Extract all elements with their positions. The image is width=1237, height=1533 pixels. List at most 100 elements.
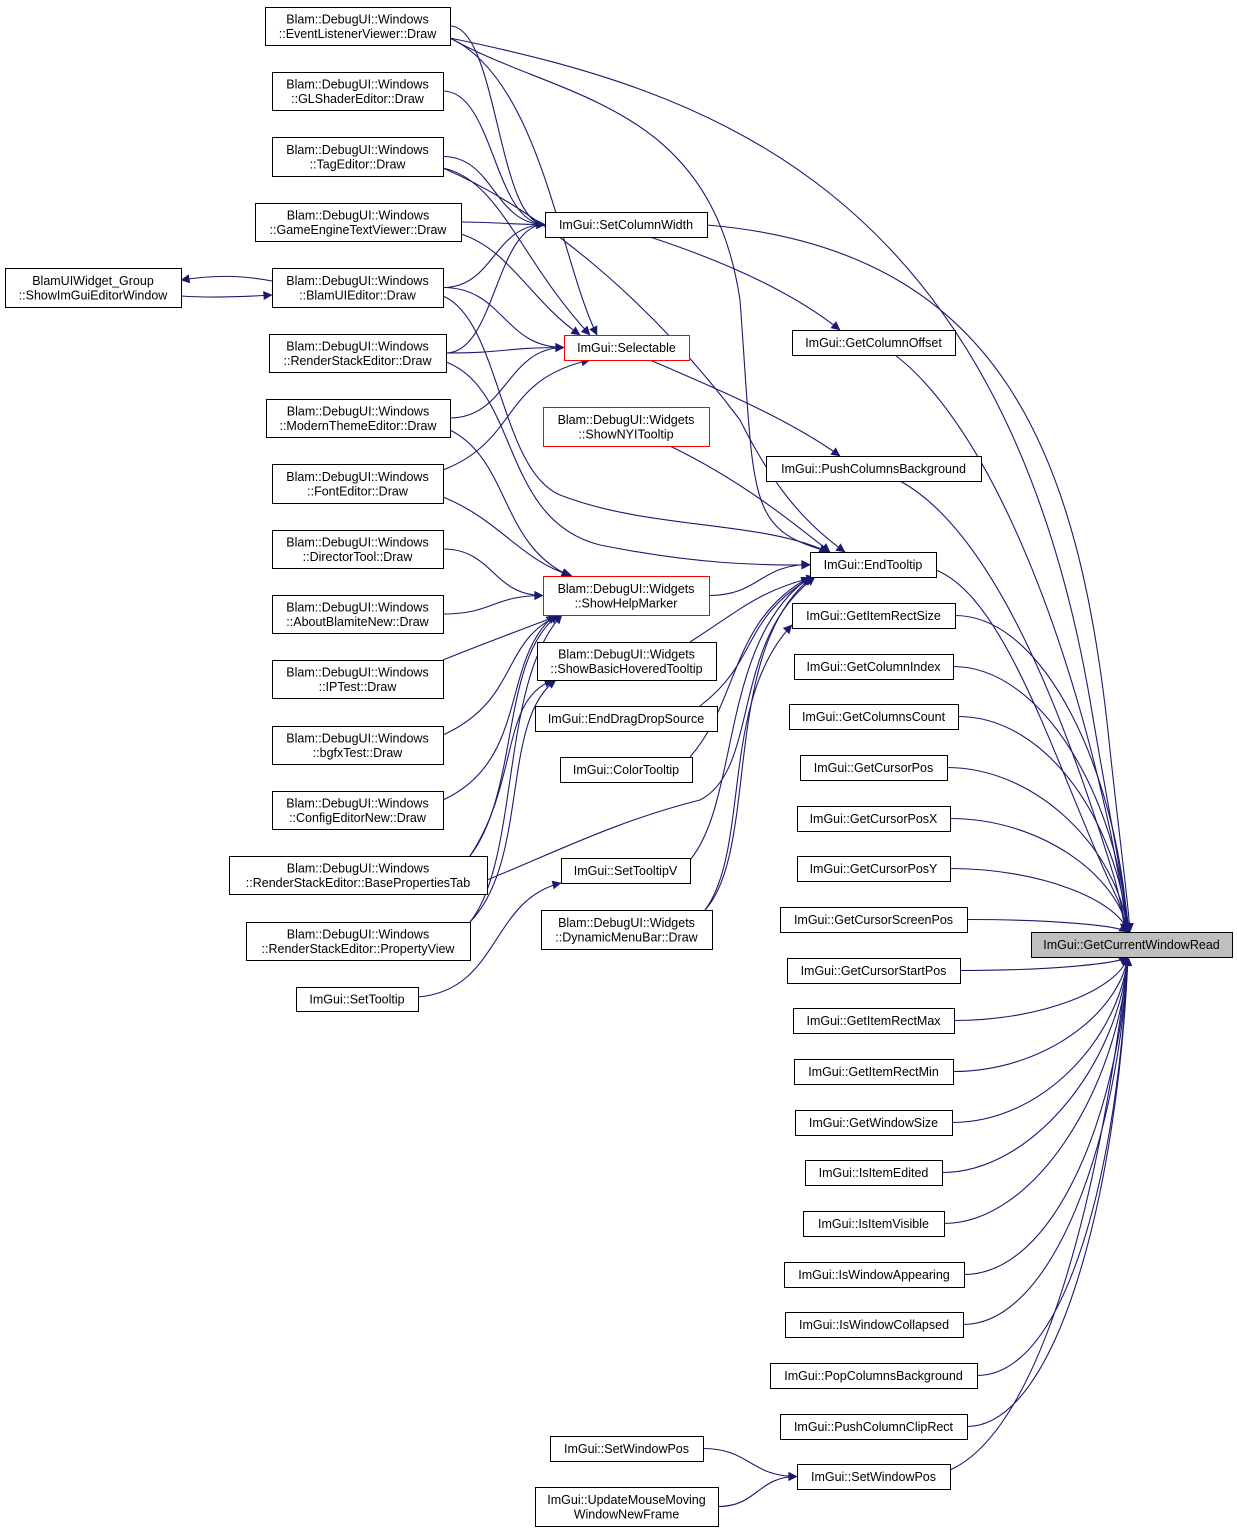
- edge-bue-to-scw: [442, 220, 546, 289]
- node-label-line: ImGui::GetColumnsCount: [802, 710, 946, 724]
- node-label-line: ImGui::SetWindowPos: [564, 1442, 689, 1456]
- node-box: [272, 726, 444, 765]
- node-box: [766, 456, 982, 482]
- edge-iie-to-target: [941, 956, 1132, 1174]
- node-gls[interactable]: Blam::DebugUI::Windows::GLShaderEditor::…: [272, 72, 444, 111]
- edge-pcb-to-target: [899, 480, 1130, 933]
- node-box: [785, 1312, 964, 1338]
- node-bgfx[interactable]: Blam::DebugUI::Windows::bgfxTest::Draw: [272, 726, 444, 765]
- node-label-line: ::ShowHelpMarker: [575, 596, 678, 610]
- node-label-line: ::AboutBlamiteNew::Draw: [286, 615, 429, 629]
- node-iwa[interactable]: ImGui::IsWindowAppearing: [784, 1262, 965, 1288]
- node-swp2[interactable]: ImGui::SetWindowPos: [797, 1464, 951, 1490]
- edge-stt-to-sttv: [417, 880, 562, 998]
- node-ipt[interactable]: Blam::DebugUI::Windows::IPTest::Draw: [272, 660, 444, 699]
- node-fe[interactable]: Blam::DebugUI::Windows::FontEditor::Draw: [272, 464, 444, 504]
- node-label-line: ImGui::PopColumnsBackground: [784, 1369, 963, 1383]
- node-scw[interactable]: ImGui::SetColumnWidth: [545, 212, 708, 238]
- node-box: [793, 1008, 955, 1034]
- node-label-line: ImGui::IsItemVisible: [818, 1217, 929, 1231]
- node-box: [560, 757, 693, 783]
- node-label-line: ImGui::SetWindowPos: [811, 1470, 936, 1484]
- node-gcpy[interactable]: ImGui::GetCursorPosY: [797, 856, 951, 882]
- node-rspv[interactable]: Blam::DebugUI::Windows::RenderStackEdito…: [246, 922, 471, 961]
- node-gcstp[interactable]: ImGui::GetCursorStartPos: [787, 958, 961, 984]
- node-stt[interactable]: ImGui::SetTooltip: [296, 987, 419, 1012]
- node-box: [780, 1414, 968, 1440]
- node-label-line: Blam::DebugUI::Windows: [286, 274, 428, 288]
- node-box: [272, 660, 444, 699]
- edge-sbht-to-ett: [689, 574, 816, 643]
- edge-girmax-to-target: [953, 956, 1130, 1022]
- node-box: [543, 576, 710, 616]
- node-swp1[interactable]: ImGui::SetWindowPos: [550, 1436, 704, 1462]
- node-bue[interactable]: Blam::DebugUI::Windows::BlamUIEditor::Dr…: [272, 268, 444, 308]
- node-dmb[interactable]: Blam::DebugUI::Widgets::DynamicMenuBar::…: [541, 910, 713, 950]
- node-box: [797, 1464, 951, 1490]
- node-label-line: ImGui::GetCursorPosX: [810, 812, 938, 826]
- edge-blw-to-bue: [180, 291, 273, 301]
- node-sttv[interactable]: ImGui::SetTooltipV: [561, 858, 691, 884]
- node-girmin[interactable]: ImGui::GetItemRectMin: [794, 1059, 954, 1085]
- node-iiv[interactable]: ImGui::IsItemVisible: [803, 1211, 945, 1237]
- edge-gws-to-target: [951, 956, 1132, 1124]
- node-snyi[interactable]: Blam::DebugUI::Widgets::ShowNYITooltip: [543, 407, 710, 447]
- node-tag[interactable]: Blam::DebugUI::Windows::TagEditor::Draw: [272, 137, 444, 177]
- node-getv[interactable]: Blam::DebugUI::Windows::GameEngineTextVi…: [255, 203, 462, 242]
- node-mte[interactable]: Blam::DebugUI::Windows::ModernThemeEdito…: [266, 399, 451, 438]
- node-box: [543, 407, 710, 447]
- node-cen[interactable]: Blam::DebugUI::Windows::ConfigEditorNew:…: [272, 791, 444, 830]
- node-blw[interactable]: BlamUIWidget_Group::ShowImGuiEditorWindo…: [5, 268, 182, 308]
- node-gcc[interactable]: ImGui::GetColumnsCount: [789, 704, 959, 730]
- node-rsbp[interactable]: Blam::DebugUI::Windows::RenderStackEdito…: [229, 856, 488, 895]
- node-iwc[interactable]: ImGui::IsWindowCollapsed: [785, 1312, 964, 1338]
- node-girs[interactable]: ImGui::GetItemRectSize: [792, 603, 956, 629]
- edge-sel-to-pcb: [649, 359, 841, 457]
- edge-gcpy-to-target: [949, 867, 1130, 933]
- node-popcb[interactable]: ImGui::PopColumnsBackground: [770, 1363, 978, 1389]
- edge-gls-to-scw: [442, 90, 546, 229]
- node-pcb[interactable]: ImGui::PushColumnsBackground: [766, 456, 982, 482]
- edge-shm-to-ett: [708, 560, 811, 597]
- node-pccr[interactable]: ImGui::PushColumnClipRect: [780, 1414, 968, 1440]
- node-girmax[interactable]: ImGui::GetItemRectMax: [793, 1008, 955, 1034]
- node-sel[interactable]: ImGui::Selectable: [564, 335, 690, 361]
- node-gcsp[interactable]: ImGui::GetCursorScreenPos: [780, 907, 968, 933]
- node-label-line: Blam::DebugUI::Widgets: [558, 582, 695, 596]
- edge-gci-to-target: [952, 665, 1132, 933]
- node-gco[interactable]: ImGui::GetColumnOffset: [792, 330, 956, 356]
- node-iie[interactable]: ImGui::IsItemEdited: [805, 1160, 943, 1186]
- node-target[interactable]: ImGui::GetCurrentWindowRead: [1031, 932, 1233, 958]
- edge-snyi-to-ett: [669, 445, 831, 553]
- node-ctt[interactable]: ImGui::ColorTooltip: [560, 757, 693, 783]
- node-label-line: ImGui::GetCurrentWindowRead: [1043, 938, 1220, 952]
- node-label-line: Blam::DebugUI::Windows: [286, 535, 428, 549]
- node-sbht[interactable]: Blam::DebugUI::Widgets::ShowBasicHovered…: [537, 642, 717, 681]
- node-label-line: ImGui::UpdateMouseMoving: [547, 1493, 705, 1507]
- node-elv[interactable]: Blam::DebugUI::Windows::EventListenerVie…: [265, 7, 451, 46]
- node-label-line: Blam::DebugUI::Windows: [286, 143, 428, 157]
- edge-bue-to-blw: [180, 274, 273, 284]
- node-box: [550, 1436, 704, 1462]
- node-dt[interactable]: Blam::DebugUI::Windows::DirectorTool::Dr…: [272, 530, 444, 569]
- node-gws[interactable]: ImGui::GetWindowSize: [795, 1110, 953, 1136]
- edge-scw-to-gco: [649, 236, 841, 331]
- node-box: [803, 1211, 945, 1237]
- edge-swp1-to-swp2: [702, 1447, 798, 1481]
- node-gci[interactable]: ImGui::GetColumnIndex: [794, 654, 954, 680]
- node-label-line: Blam::DebugUI::Windows: [286, 339, 428, 353]
- node-ett[interactable]: ImGui::EndTooltip: [810, 552, 937, 578]
- edge-mte-to-sel: [449, 343, 565, 419]
- node-rse[interactable]: Blam::DebugUI::Windows::RenderStackEdito…: [269, 334, 447, 373]
- node-gcpx[interactable]: ImGui::GetCursorPosX: [797, 806, 951, 832]
- node-label-line: ImGui::GetItemRectMin: [808, 1065, 939, 1079]
- node-edds[interactable]: ImGui::EndDragDropSource: [535, 706, 718, 732]
- node-gcp[interactable]: ImGui::GetCursorPos: [800, 755, 948, 781]
- node-shm[interactable]: Blam::DebugUI::Widgets::ShowHelpMarker: [543, 576, 710, 616]
- node-label-line: ImGui::IsWindowAppearing: [798, 1268, 950, 1282]
- node-abn[interactable]: Blam::DebugUI::Windows::AboutBlamiteNew:…: [272, 595, 444, 634]
- node-box: [269, 334, 447, 373]
- edge-sttv-to-ett: [689, 576, 811, 861]
